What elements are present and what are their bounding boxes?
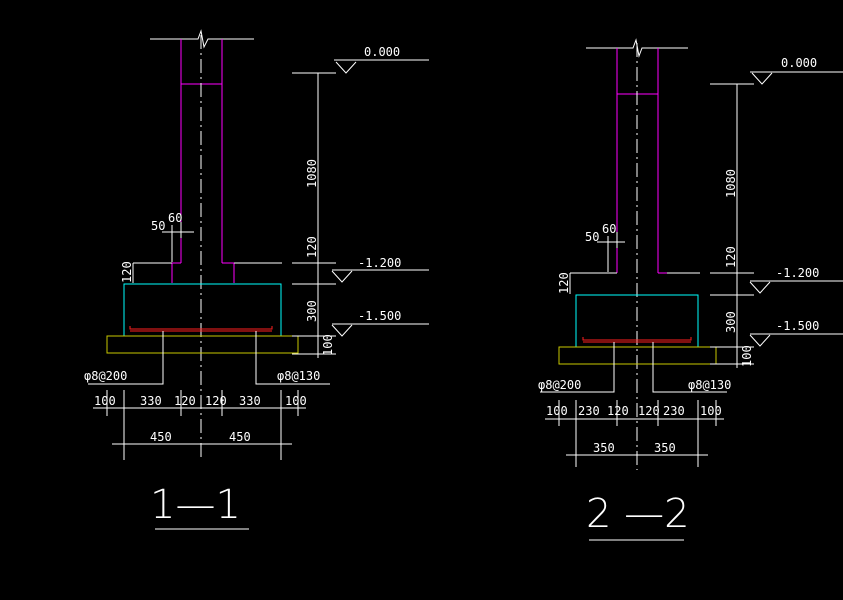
vdim-300: 300	[724, 311, 738, 333]
elevation-markers	[749, 71, 843, 347]
elevation-2: -1.500	[776, 319, 819, 333]
half-dim-left: 350	[593, 441, 615, 455]
elevation-1: -1.200	[776, 266, 819, 280]
vdim-1080: 1080	[724, 169, 738, 198]
rebar-right-label: φ8@130	[688, 378, 731, 392]
bdim-4: 230	[663, 404, 685, 418]
bdim-3: 120	[638, 404, 660, 418]
step-height-dim: 120	[120, 261, 134, 283]
rebar-right-label: φ8@130	[277, 369, 320, 383]
rebar-leaders	[88, 331, 330, 385]
step-outline	[569, 272, 700, 294]
bdim-0: 100	[94, 394, 116, 408]
bottom-dim-chain	[93, 390, 306, 460]
bdim-5: 100	[700, 404, 722, 418]
bdim-3: 120	[205, 394, 227, 408]
rebar	[129, 326, 273, 332]
half-dim-right: 350	[654, 441, 676, 455]
vdim-120: 120	[724, 246, 738, 268]
offset-dim-50: 50	[151, 219, 165, 233]
vdim-100: 100	[321, 334, 335, 356]
step-height-dim: 120	[557, 272, 571, 294]
elevation-0: 0.000	[364, 45, 400, 59]
vdim-300: 300	[305, 300, 319, 322]
section-2-2: φ8@200 φ8@130 50 60 120 1080 120 300 100	[538, 38, 843, 541]
section-title: 1—1	[150, 482, 241, 528]
bdim-2: 120	[607, 404, 629, 418]
cushion-layer	[558, 346, 717, 365]
section-1-1: φ8@200 φ8@130 50 60 120 1080 120 300 100	[84, 29, 429, 530]
bottom-dim-chain	[545, 400, 724, 467]
footing	[123, 283, 282, 337]
vertical-dim-chain	[292, 72, 336, 358]
break-line	[150, 29, 254, 49]
bdim-5: 100	[285, 394, 307, 408]
bdim-4: 330	[239, 394, 261, 408]
vdim-1080: 1080	[305, 159, 319, 188]
elevation-2: -1.500	[358, 309, 401, 323]
rebar-leaders	[540, 342, 727, 393]
bdim-0: 100	[546, 404, 568, 418]
offset-dim-60: 60	[168, 211, 182, 225]
offset-dim-50: 50	[585, 230, 599, 244]
vdim-120: 120	[305, 236, 319, 258]
half-dim-left: 450	[150, 430, 172, 444]
elevation-0: 0.000	[781, 56, 817, 70]
elevation-markers	[331, 59, 429, 337]
offset-dim-60: 60	[602, 222, 616, 236]
bdim-2: 120	[174, 394, 196, 408]
vdim-100: 100	[740, 345, 754, 367]
rebar	[582, 337, 692, 343]
bdim-1: 330	[140, 394, 162, 408]
rebar-left-label: φ8@200	[84, 369, 127, 383]
column	[171, 39, 235, 283]
offset-dim-lines	[162, 222, 194, 262]
section-title: 2 —2	[586, 491, 690, 537]
step-outline	[132, 262, 282, 283]
vertical-dim-chain	[710, 83, 754, 368]
elevation-1: -1.200	[358, 256, 401, 270]
cushion-layer	[106, 335, 299, 354]
column	[616, 48, 667, 274]
rebar-left-label: φ8@200	[538, 378, 581, 392]
bdim-1: 230	[578, 404, 600, 418]
offset-dim-lines	[597, 232, 625, 272]
half-dim-right: 450	[229, 430, 251, 444]
